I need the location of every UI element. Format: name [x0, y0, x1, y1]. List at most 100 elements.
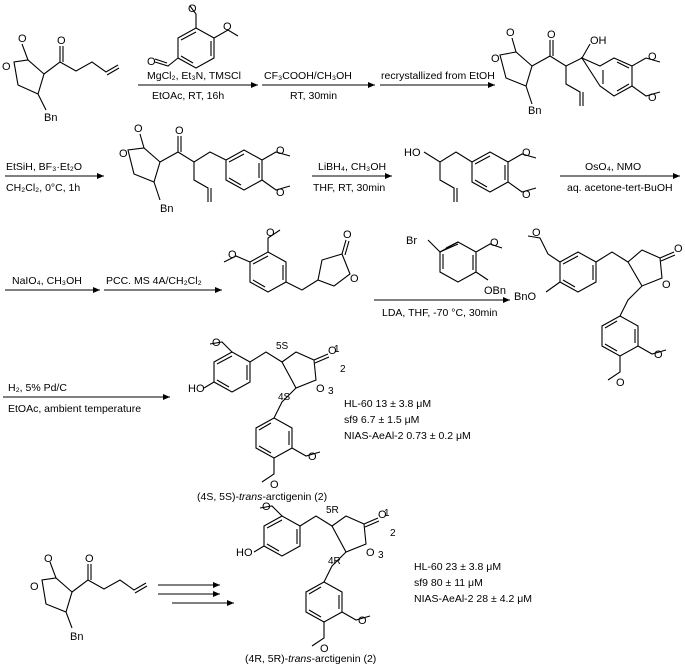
svg-text:O: O — [366, 547, 375, 559]
svg-text:O: O — [316, 383, 325, 395]
svg-text:O: O — [212, 337, 221, 349]
benzyl-bromide: Br O OBn — [406, 235, 506, 297]
step4-reagents: EtSiH, BF₃·Et₂O — [6, 161, 82, 173]
svg-text:O: O — [674, 243, 683, 255]
deoxygenated-ketone: O O O Bn O O — [119, 123, 291, 215]
step6-reagents: OsO₄, NMO — [585, 161, 641, 173]
svg-text:O: O — [270, 479, 279, 491]
svg-text:O: O — [262, 501, 271, 513]
step7-reagents: NaIO₄, CH₃OH — [12, 275, 82, 287]
activity-4r5r: HL-60 23 ± 3.8 μM sf9 80 ± 11 μM NIAS-Ae… — [414, 561, 532, 605]
label-5s: 5S — [276, 341, 289, 352]
compound-name-4r5r: (4R, 5R)-trans-arctigenin (2) — [245, 653, 376, 664]
svg-text:O: O — [350, 273, 359, 285]
svg-text:O: O — [654, 349, 663, 361]
step1-conditions: EtOAc, RT, 16h — [152, 90, 224, 102]
svg-text:NIAS-AeAl-2 0.73 ± 0.2 μM: NIAS-AeAl-2 0.73 ± 0.2 μM — [344, 430, 471, 442]
svg-text:O: O — [378, 509, 387, 521]
label-5r: 5R — [326, 505, 339, 516]
svg-text:O: O — [490, 237, 499, 249]
step2-reagents: CF₃COOH/CH₃OH — [264, 70, 352, 82]
svg-text:3: 3 — [328, 386, 334, 397]
arctigenin-4s5s-structure: O HO O O O O 5S 1 2 3 4S — [188, 337, 346, 491]
svg-text:O: O — [228, 249, 237, 261]
svg-text:O: O — [276, 145, 285, 157]
svg-text:O: O — [119, 148, 128, 160]
svg-text:HL-60 13 ± 3.8 μM: HL-60 13 ± 3.8 μM — [344, 398, 431, 410]
svg-text:1: 1 — [384, 508, 390, 519]
svg-text:O: O — [358, 615, 367, 627]
svg-text:O: O — [532, 227, 541, 239]
step4-conditions: CH₂Cl₂, 0°C, 1h — [6, 182, 80, 194]
svg-text:HO: HO — [236, 547, 253, 559]
svg-text:O: O — [188, 3, 197, 15]
svg-text:BnO: BnO — [514, 291, 536, 303]
dimethoxybenzaldehyde: O O O — [147, 3, 239, 69]
step1-reagents: MgCl₂, Et₃N, TMSCl — [147, 70, 241, 82]
step2-conditions: RT, 30min — [290, 90, 337, 102]
svg-text:O: O — [223, 21, 232, 33]
arctigenin-4r5r-structure: O HO O O O O 5R 1 2 3 4R — [236, 501, 396, 655]
svg-text:O: O — [616, 377, 625, 389]
starting-lactone-ketone-4r: O O O Bn — [30, 553, 148, 643]
svg-text:O: O — [308, 451, 317, 463]
step8-reagents: PCC. MS 4A/CH₂Cl₂ — [106, 275, 202, 287]
svg-text:HO: HO — [404, 147, 421, 159]
svg-text:O: O — [662, 279, 671, 291]
step6-conditions: aq. acetone-tert-BuOH — [567, 182, 673, 194]
svg-text:2: 2 — [390, 528, 396, 539]
aryl-butyrolactone: O O O O — [223, 227, 359, 293]
step5-reagents: LiBH₄, CH₃OH — [318, 161, 386, 173]
svg-text:O: O — [506, 27, 515, 39]
step9-conditions: LDA, THF, -70 °C, 30min — [382, 307, 498, 319]
svg-text:O: O — [328, 345, 337, 357]
svg-text:O: O — [30, 581, 39, 593]
svg-text:O: O — [343, 229, 352, 241]
step10-reagents: H₂, 5% Pd/C — [8, 382, 67, 394]
svg-text:Br: Br — [406, 235, 417, 247]
step3-reagents: recrystallized from EtOH — [381, 70, 495, 82]
svg-text:2: 2 — [340, 364, 346, 375]
svg-text:O: O — [491, 53, 500, 65]
svg-text:O: O — [522, 189, 531, 201]
svg-text:O: O — [44, 553, 53, 565]
label-4s: 4S — [278, 392, 291, 403]
svg-text:OBn: OBn — [484, 285, 506, 297]
svg-text:O: O — [648, 51, 657, 63]
multistep-arrows — [158, 582, 234, 606]
starting-lactone-ketone: O O O Bn — [2, 33, 120, 124]
benzylated-lactone: O BnO O O O O — [514, 227, 683, 389]
svg-text:O: O — [2, 61, 11, 73]
svg-text:Bn: Bn — [528, 105, 541, 117]
svg-text:O: O — [18, 33, 27, 45]
activity-4s5s: HL-60 13 ± 3.8 μM sf9 6.7 ± 1.5 μM NIAS-… — [344, 398, 471, 442]
svg-text:O: O — [134, 123, 143, 135]
svg-text:O: O — [276, 187, 285, 199]
svg-text:O: O — [85, 553, 94, 565]
svg-text:O: O — [547, 29, 556, 41]
svg-text:O: O — [266, 227, 275, 239]
step10-conditions: EtOAc, ambient temperature — [8, 403, 141, 415]
svg-text:O: O — [57, 35, 66, 47]
primary-alcohol: HO O O — [404, 147, 537, 202]
compound-name-4s5s: (4S, 5S)-trans-arctigenin (2) — [197, 491, 327, 503]
svg-text:O: O — [648, 92, 657, 104]
svg-text:Bn: Bn — [44, 112, 57, 124]
label-4r: 4R — [328, 556, 341, 567]
aldol-product: O O O OH Bn O O — [491, 27, 661, 117]
svg-text:sf9 6.7 ± 1.5 μM: sf9 6.7 ± 1.5 μM — [344, 414, 419, 426]
svg-text:Bn: Bn — [160, 203, 173, 215]
svg-text:3: 3 — [378, 550, 384, 561]
svg-text:sf9 80 ± 11 μM: sf9 80 ± 11 μM — [414, 577, 483, 589]
svg-text:HO: HO — [188, 383, 205, 395]
step5-conditions: THF, RT, 30min — [313, 182, 385, 194]
svg-text:HL-60 23 ± 3.8 μM: HL-60 23 ± 3.8 μM — [414, 561, 501, 573]
svg-text:OH: OH — [590, 35, 607, 47]
svg-text:1: 1 — [334, 344, 340, 355]
svg-text:O: O — [147, 56, 156, 68]
svg-text:Bn: Bn — [70, 631, 83, 643]
svg-text:NIAS-AeAl-2 28 ± 4.2 μM: NIAS-AeAl-2 28 ± 4.2 μM — [414, 593, 532, 605]
svg-text:O: O — [522, 147, 531, 159]
svg-text:O: O — [320, 643, 329, 655]
